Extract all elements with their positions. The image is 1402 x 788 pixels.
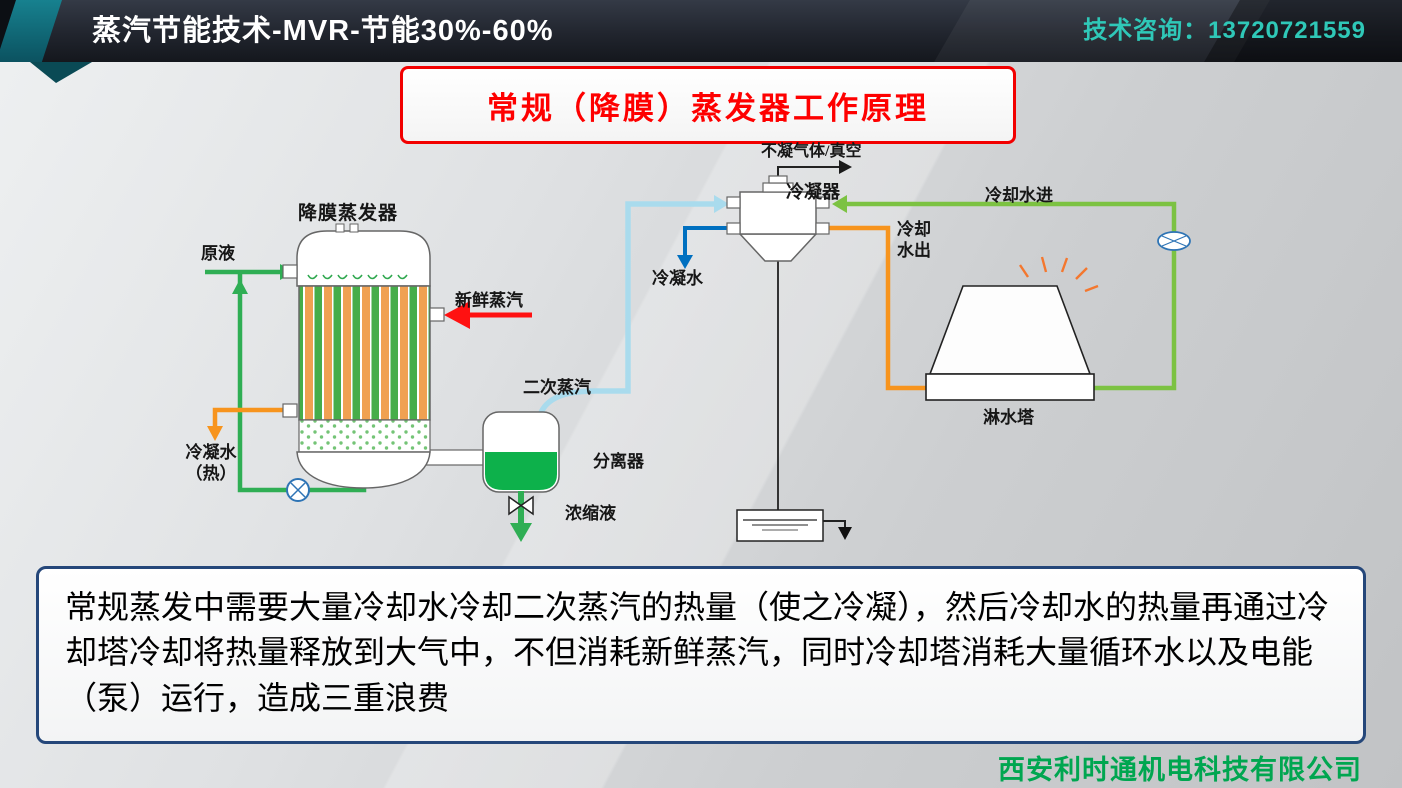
header-bar: 蒸汽节能技术-MVR-节能30%-60% 技术咨询：13720721559	[0, 0, 1402, 62]
heat-ray-marks	[1019, 256, 1099, 293]
drain-arrow	[838, 527, 852, 540]
company-name: 西安利时通机电科技有限公司	[998, 755, 1362, 785]
contact-phone: 技术咨询：13720721559	[1083, 17, 1366, 44]
diagram-title-box: 常规（降膜）蒸发器工作原理	[400, 66, 1016, 144]
distributor-spray-marks	[307, 274, 408, 280]
label-fresh-steam: 新鲜蒸汽	[455, 291, 523, 310]
pump-icon	[286, 478, 310, 502]
condensate-hot-pipe	[207, 407, 292, 441]
description-box: 常规蒸发中需要大量冷却水冷却二次蒸汽的热量（使之冷凝），然后冷却水的热量再通过冷…	[36, 566, 1366, 744]
secondary-steam-pipe	[537, 195, 729, 417]
condenser-vessel	[726, 175, 830, 262]
condenser-port	[726, 222, 741, 235]
label-condensate: 冷凝水	[652, 269, 703, 288]
non-condensable-pipe	[777, 160, 852, 176]
description-text: 常规蒸发中需要大量冷却水冷却二次蒸汽的热量（使之冷凝），然后冷却水的热量再通过冷…	[65, 589, 1330, 716]
fresh-steam-arrow	[444, 301, 532, 329]
spray-tower	[925, 256, 1099, 401]
feed-nozzle	[282, 264, 298, 279]
valve-icon	[519, 495, 534, 516]
label-feed: 原液	[201, 244, 235, 263]
valve-icon	[508, 495, 523, 516]
condensate-nozzle	[282, 403, 298, 418]
steam-nozzle	[429, 307, 445, 322]
label-cooling-water-in: 冷却水进	[985, 186, 1053, 205]
slide-header-title: 蒸汽节能技术-MVR-节能30%-60%	[92, 15, 554, 47]
boiling-liquid-zone	[298, 419, 431, 453]
water-tank	[736, 509, 852, 542]
separator-vessel	[482, 411, 560, 493]
cooling-water-in-pipe	[832, 195, 1177, 391]
label-secondary-steam: 二次蒸汽	[523, 378, 591, 397]
condenser-port	[815, 222, 830, 235]
condenser-port	[815, 196, 830, 209]
evaporator-vessel	[282, 223, 487, 489]
label-spray-tower: 淋水塔	[983, 408, 1034, 427]
sprinkler-icon	[1157, 231, 1191, 251]
separator-liquid	[485, 452, 557, 490]
label-concentrate: 浓缩液	[565, 504, 616, 523]
tube-bundle	[298, 285, 431, 421]
cooling-water-out-pipe	[818, 225, 928, 391]
feed-pipe	[205, 264, 294, 280]
condenser-port	[726, 196, 741, 209]
concentrate-arrow	[508, 491, 534, 542]
label-condenser: 冷凝器	[786, 182, 840, 202]
label-condensate-hot: 冷凝水 （热）	[185, 443, 237, 484]
label-evaporator: 降膜蒸发器	[298, 203, 399, 224]
label-non-condensable: 不凝气体/真空	[761, 143, 862, 160]
label-separator: 分离器	[593, 452, 644, 471]
label-cooling-water-out: 冷却 水出	[897, 220, 931, 261]
condensate-pipe	[677, 226, 733, 269]
diagram-title: 常规（降膜）蒸发器工作原理	[487, 90, 929, 126]
